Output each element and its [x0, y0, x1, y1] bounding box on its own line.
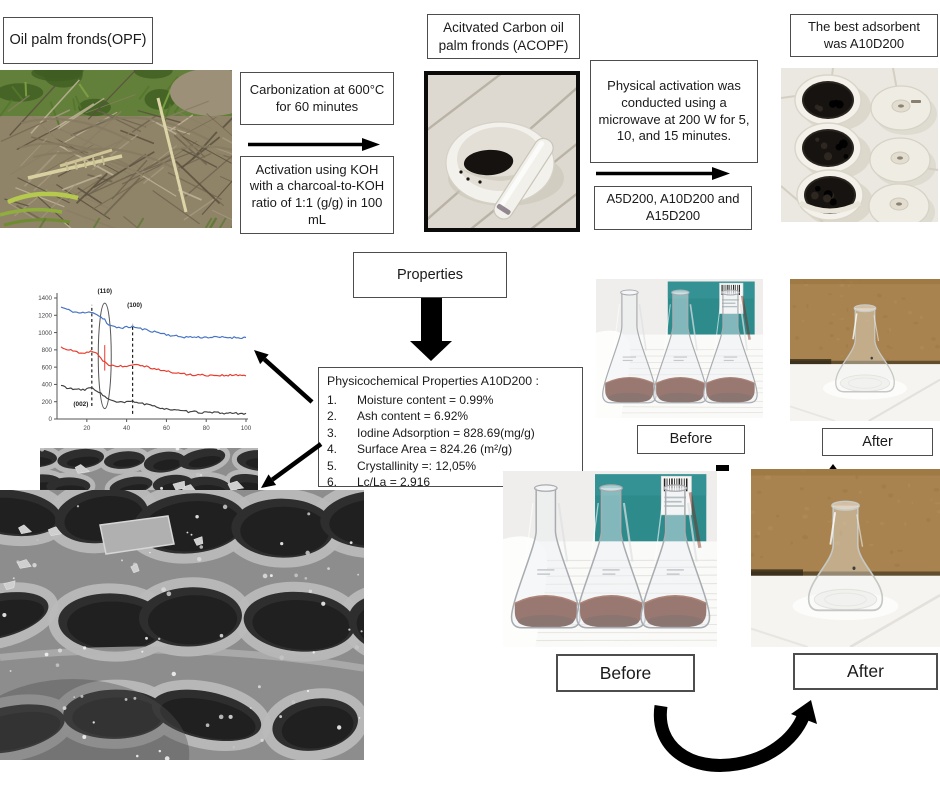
item-number: 2.: [327, 409, 338, 424]
arrow-right-icon: [247, 137, 382, 152]
svg-text:1200: 1200: [38, 312, 52, 319]
physchem-item: 5. Crystallinity =: 12,05%: [327, 458, 574, 475]
svg-text:0: 0: [49, 416, 53, 423]
dash-mark: [716, 465, 729, 471]
physicochemical-properties-box: Physicochemical Properties A10D200 : 1. M…: [318, 367, 583, 489]
physical-activation-step-box: Physical activation was conducted using …: [590, 60, 758, 163]
after-text: After: [862, 433, 893, 450]
before-label-row1: Before: [637, 425, 745, 454]
svg-text:800: 800: [42, 347, 53, 354]
properties-box: Properties: [353, 252, 507, 298]
svg-text:600: 600: [42, 364, 53, 371]
best-adsorbent-box: The best adsorbent was A10D200: [790, 14, 938, 57]
item-text: Moisture content = 0.99%: [357, 392, 494, 407]
properties-text: Properties: [396, 266, 464, 283]
item-number: 4.: [327, 442, 338, 457]
oil-palm-fronds-photo: [0, 70, 232, 228]
after-text: After: [847, 661, 884, 682]
flasks-before-photo-row2: [503, 471, 717, 647]
carbonization-step-box: Carbonization at 600°C for 60 minutes: [240, 72, 394, 125]
sample-codes-text: A5D200, A10D200 and A15D200: [606, 191, 740, 223]
item-number: 5.: [327, 458, 338, 473]
svg-text:60: 60: [163, 425, 170, 432]
arrow-down-left-icon: [255, 438, 325, 494]
item-text: Ash content = 6.92%: [357, 409, 469, 424]
svg-text:40: 40: [123, 425, 130, 432]
flask-after-photo-row2: [751, 469, 940, 647]
physical-activation-text: Physical activation was conducted using …: [598, 78, 750, 144]
item-number: 1.: [327, 392, 338, 407]
koh-activation-step-box: Activation using KOH with a charcoal-to-…: [240, 156, 394, 234]
mortar-pestle-charcoal-photo: [424, 71, 580, 232]
before-text: Before: [599, 662, 652, 683]
acopf-label-box: Acitvated Carbon oil palm fronds (ACOPF): [427, 14, 580, 59]
item-number: 3.: [327, 425, 338, 440]
physchem-item: 1. Moisture content = 0.99%: [327, 392, 574, 409]
flask-after-photo-row1: [790, 279, 940, 421]
triangle-up-icon: [827, 464, 839, 472]
item-text: Crystallinity =: 12,05%: [357, 458, 477, 473]
svg-text:(110): (110): [97, 288, 112, 295]
opf-label-box: Oil palm fronds(OPF): [3, 17, 153, 64]
physchem-item: 6. Lc/La = 2.916: [327, 474, 574, 491]
svg-text:100: 100: [241, 425, 252, 432]
acopf-label-text: Acitvated Carbon oil palm fronds (ACOPF): [438, 20, 569, 53]
svg-text:80: 80: [203, 425, 210, 432]
svg-text:(100): (100): [127, 302, 142, 309]
item-text: Iodine Adsorption = 828.69(mg/g): [357, 425, 535, 440]
svg-text:1000: 1000: [38, 330, 52, 337]
physchem-item: 4. Surface Area = 824.26 (m²/g): [327, 441, 574, 458]
physchem-title: Physicochemical Properties A10D200 :: [327, 374, 539, 388]
before-label-row2: Before: [556, 654, 695, 692]
item-number: 6.: [327, 475, 338, 490]
arrow-down-icon: [404, 298, 458, 362]
svg-text:1400: 1400: [38, 295, 52, 302]
svg-text:400: 400: [42, 382, 53, 389]
item-text: Surface Area = 824.26 (m²/g): [357, 442, 513, 457]
before-text: Before: [669, 431, 713, 448]
best-adsorbent-text: The best adsorbent was A10D200: [807, 18, 921, 51]
carbonization-text: Carbonization at 600°C for 60 minutes: [249, 81, 385, 114]
opf-label-text: Oil palm fronds(OPF): [9, 32, 147, 49]
physchem-item: 2. Ash content = 6.92%: [327, 408, 574, 425]
item-text: Lc/La = 2.916: [357, 475, 431, 490]
physchem-item: 3. Iodine Adsorption = 828.69(mg/g): [327, 425, 574, 442]
crucibles-adsorbent-photo: [781, 68, 938, 222]
svg-text:(002): (002): [73, 401, 88, 408]
svg-text:20: 20: [83, 425, 90, 432]
xrd-pattern-chart: 0 200 400 600 800 1000 1200 1400 20 40 60 80 100 (110…: [10, 278, 255, 443]
sample-codes-box: A5D200, A10D200 and A15D200: [594, 186, 752, 230]
arrow-up-left-icon: [250, 348, 316, 408]
after-label-row1: After: [822, 428, 933, 456]
curved-arrow-icon: [645, 698, 830, 782]
koh-activation-text: Activation using KOH with a charcoal-to-…: [249, 161, 385, 227]
flasks-before-photo-row1: [596, 279, 763, 418]
after-label-row2: After: [793, 653, 938, 690]
svg-text:200: 200: [42, 399, 53, 406]
sem-micrograph-large: [0, 490, 364, 760]
arrow-right-icon: [595, 166, 732, 181]
